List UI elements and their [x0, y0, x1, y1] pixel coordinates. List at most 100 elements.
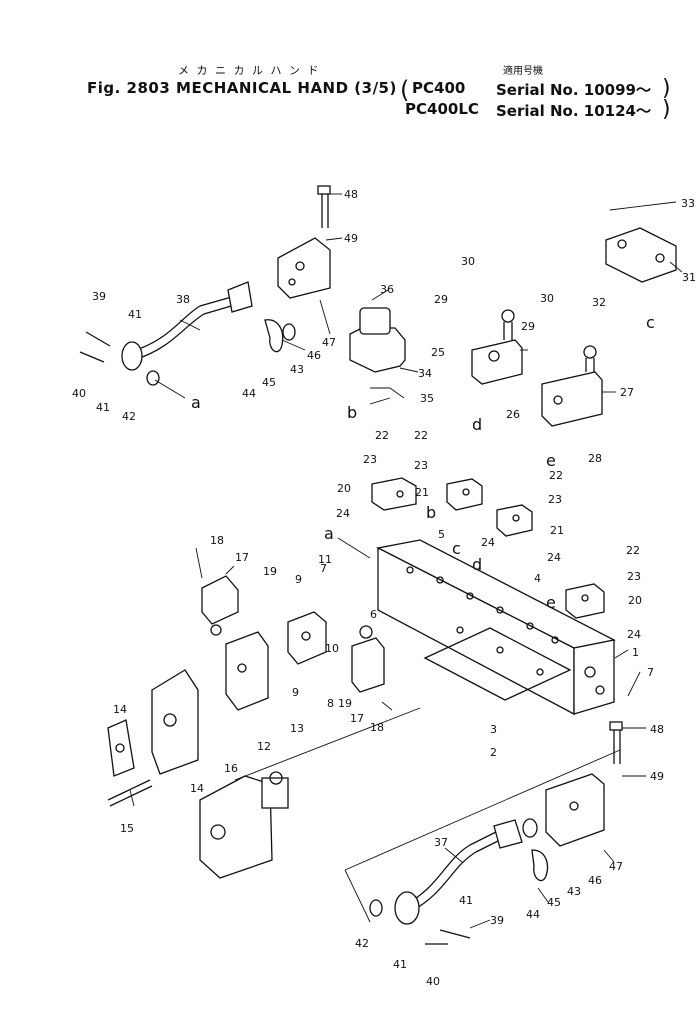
callout: 25: [431, 346, 445, 359]
callout: 21: [415, 486, 429, 499]
callout: 48: [344, 188, 358, 201]
callout: 29: [434, 293, 448, 306]
valve-25: [471, 309, 523, 385]
ref-letter: e: [546, 593, 556, 612]
callout: 39: [92, 290, 106, 303]
callout: 34: [418, 367, 432, 380]
callout: 2: [490, 746, 497, 759]
callout: 26: [506, 408, 520, 421]
callout: 14: [113, 703, 127, 716]
callout: 46: [307, 349, 321, 362]
callout: 22: [414, 429, 428, 442]
callout: 43: [567, 885, 581, 898]
bolt-48-top: [317, 185, 331, 228]
model-pc400: PC400: [412, 79, 466, 97]
bolt-15: [107, 779, 153, 807]
callout: 23: [548, 493, 562, 506]
callout: 18: [210, 534, 224, 547]
main-valve-block: [376, 539, 616, 716]
callout: 24: [627, 628, 641, 641]
japanese-title: メ カ ニ カ ル ハ ン ド: [178, 64, 321, 77]
callout: 13: [290, 722, 304, 735]
cover-block-20-left: [371, 477, 417, 511]
callout: 30: [461, 255, 475, 268]
callout: 9: [292, 686, 299, 699]
callout: 4: [534, 572, 541, 585]
callout: 49: [650, 770, 664, 783]
callout: 45: [262, 376, 276, 389]
callout: 47: [609, 860, 623, 873]
block-47-top: [277, 237, 331, 299]
solenoid-valve-31: [605, 227, 677, 283]
callout: 3: [490, 723, 497, 736]
callout: 27: [620, 386, 634, 399]
callout: 37: [434, 836, 448, 849]
ref-letter: d: [472, 415, 482, 434]
callout: 41: [393, 958, 407, 971]
bracket-close: ): [662, 76, 671, 101]
bolt-48-bottom: [609, 721, 623, 764]
valve-12: [225, 631, 269, 711]
callout: 23: [627, 570, 641, 583]
cover-block-20-right: [565, 583, 605, 619]
callout: 22: [626, 544, 640, 557]
callout: 29: [521, 320, 535, 333]
serial-pc400lc: Serial No. 10124～: [496, 102, 651, 120]
callout-labels: 1 2 3 4 5 6 7 7 8 9 9 10 11 12 13 14 14 …: [72, 188, 696, 988]
callout: 40: [72, 387, 86, 400]
callout: 39: [490, 914, 504, 927]
callout: 33: [681, 197, 695, 210]
callout: 20: [628, 594, 642, 607]
callout: 41: [96, 401, 110, 414]
callout: 41: [459, 894, 473, 907]
callout: 44: [242, 387, 256, 400]
callout: 16: [224, 762, 238, 775]
block-47-bottom: [545, 773, 605, 847]
figure-header: メ カ ニ カ ル ハ ン ド 適用号機 Fig. 2803 MECHANICA…: [0, 0, 698, 130]
callout: 12: [257, 740, 271, 753]
callout: 7: [647, 666, 654, 679]
cover-block-21-b: [496, 504, 533, 537]
pipe-38: [121, 281, 253, 371]
callout: 19: [263, 565, 277, 578]
callout: 23: [363, 453, 377, 466]
valve-17-left: [201, 575, 239, 636]
ref-letter: c: [646, 313, 655, 332]
model-pc400lc: PC400LC: [405, 100, 479, 118]
callout: 7: [320, 562, 327, 575]
valve-27: [541, 345, 603, 427]
ref-letter: d: [472, 555, 482, 574]
callout: 28: [588, 452, 602, 465]
reference-letters: a a b b c c d d e e: [191, 313, 655, 612]
callout: 15: [120, 822, 134, 835]
callout: 5: [438, 528, 445, 541]
callout: 17: [235, 551, 249, 564]
callout: 42: [355, 937, 369, 950]
bolt-39-top: [85, 331, 111, 347]
callout: 20: [337, 482, 351, 495]
callout: 31: [682, 271, 696, 284]
bolt-40-top: [79, 351, 105, 363]
ref-letter: b: [426, 503, 436, 522]
ref-letter: e: [546, 451, 556, 470]
ref-letter: b: [347, 403, 357, 422]
pipe-37: [394, 819, 523, 925]
callout: 23: [414, 459, 428, 472]
callout: 18: [370, 721, 384, 734]
bolt-39-bottom: [439, 929, 471, 939]
callout: 42: [122, 410, 136, 423]
figure-title: Fig. 2803 MECHANICAL HAND (3/5): [87, 79, 397, 97]
callout: 24: [481, 536, 495, 549]
valve-14-upper: [151, 669, 199, 775]
callout: 48: [650, 723, 664, 736]
callout: 49: [344, 232, 358, 245]
callout: 21: [550, 524, 564, 537]
callout: 45: [547, 896, 561, 909]
bracket-open: (: [400, 76, 410, 104]
plate-14: [107, 719, 135, 777]
callout: 17: [350, 712, 364, 725]
callout: 14: [190, 782, 204, 795]
leader-lines: [129, 193, 683, 929]
ref-letter: c: [452, 539, 461, 558]
